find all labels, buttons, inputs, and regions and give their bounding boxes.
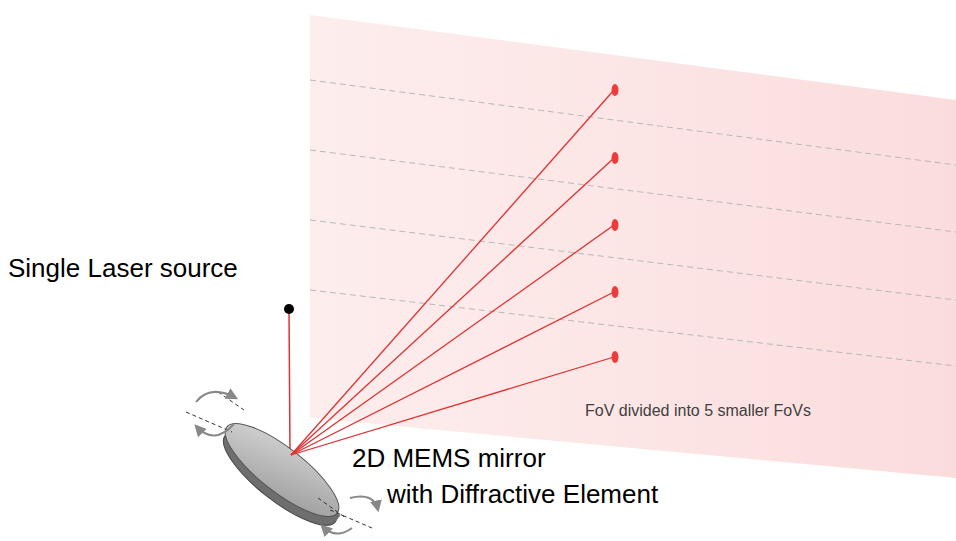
laser-source-label: Single Laser source bbox=[8, 254, 238, 284]
fov-note: FoV divided into 5 smaller FoVs bbox=[585, 402, 811, 420]
laser-source-dot bbox=[284, 304, 294, 314]
laser-spots bbox=[612, 84, 619, 363]
mirror-label-line: with Diffractive Element bbox=[387, 480, 658, 510]
diffracted-beams bbox=[291, 90, 614, 455]
fov-panel bbox=[310, 15, 956, 478]
incident-beam bbox=[289, 309, 290, 455]
mirror-label: 2D MEMS mirror bbox=[352, 444, 546, 474]
